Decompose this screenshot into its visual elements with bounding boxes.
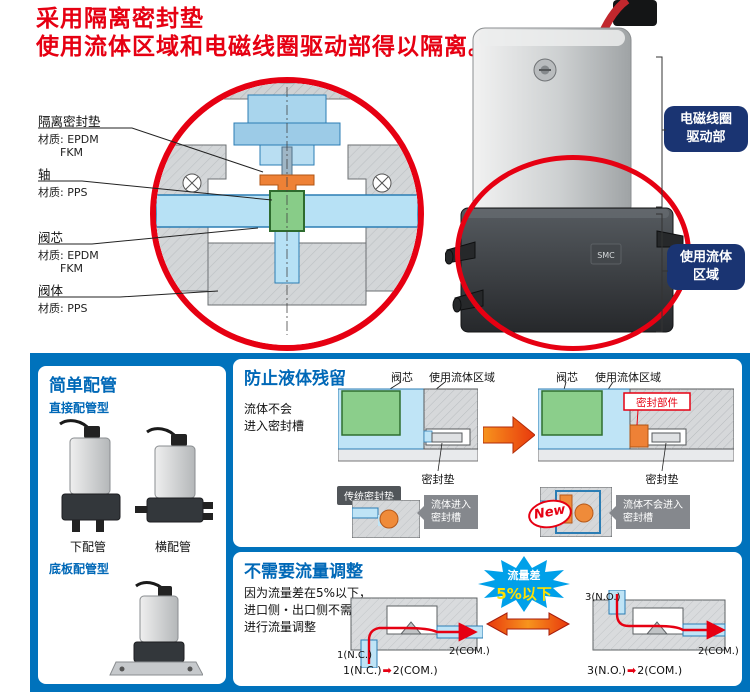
no-flow-diagram [592, 590, 726, 651]
solenoid-label-line1: 电磁线圈 [679, 112, 732, 127]
gasket-label: 密封垫 [646, 472, 679, 486]
nc-flow-diagram [350, 597, 483, 668]
old-note: 流体进入 密封槽 [417, 495, 478, 529]
flow-desc2: 进口侧・出口侧不需要 [244, 603, 365, 617]
fluid-label-line2: 区域 [692, 268, 719, 283]
headline-line2: 使用流体区域和电磁线圈驱动部得以隔离。 [36, 34, 492, 60]
flow-desc1: 因为流量差在5%以下， [244, 586, 372, 600]
nc-flow-caption: 1(N.C.)➡2(COM.) [343, 664, 438, 677]
seal-part [629, 424, 649, 448]
screw-icon [533, 58, 557, 82]
nc-port-out-label: 2(COM.) [449, 646, 490, 657]
headline: 采用隔离密封垫 使用流体区域和电磁线圈驱动部得以隔离。 [36, 5, 492, 61]
callout-material: 材质: EPDM [38, 249, 99, 262]
residue-title: 防止液体残留 [244, 369, 346, 389]
old-gasket-closeup [352, 500, 420, 538]
seal-circle [574, 503, 594, 523]
nc-port-in-label: 1(N.C.) [337, 650, 372, 661]
starburst-shape [478, 556, 570, 612]
piping-title: 简单配管 [49, 376, 117, 396]
new-note: 流体不会进入 密封槽 [609, 495, 690, 529]
residue-panel: 防止液体残留 流体不会 进入密封槽 阀芯 使用流体区域 阀芯 使用流体区域 密封… [233, 359, 742, 547]
solenoid-label-line2: 驱动部 [686, 130, 726, 145]
no-flow-caption: 3(N.O.)➡2(COM.) [587, 664, 682, 677]
base-plate [109, 661, 203, 676]
residue-desc2: 进入密封槽 [244, 419, 305, 433]
arrow-icon: ➡ [627, 664, 637, 677]
caption-side-piping: 横配管 [154, 540, 191, 554]
callout-material2: FKM [60, 146, 84, 159]
flow-title: 不需要流量调整 [244, 562, 363, 582]
piping-panel: 简单配管 直接配管型 下配管 横配管 底板配管型 [38, 366, 226, 684]
valve-base-piping-photo [109, 581, 203, 676]
arrow-icon: ➡ [382, 664, 392, 677]
callout-shaft: 轴 材质: PPS [38, 164, 87, 199]
flow-path [615, 594, 726, 640]
callout-label: 轴 [38, 167, 51, 182]
gasket [651, 432, 681, 443]
caption-to: 2(COM.) [392, 664, 438, 677]
callout-label: 隔离密封垫 [38, 114, 101, 129]
fluid-section-label: 使用流体 区域 [667, 244, 745, 290]
residue-desc1: 流体不会 [244, 402, 293, 416]
flow-difference-badge: 流量差 5%以下 [478, 556, 570, 612]
seal-part-label-box [623, 392, 691, 411]
fluid-area-highlight-ellipse [455, 155, 691, 351]
valve-seat [645, 621, 669, 635]
callout-valve-body: 阀体 材质: PPS [38, 280, 87, 315]
gasket [431, 432, 463, 443]
valve-side-piping-photo [135, 427, 213, 523]
flow-desc3: 进行流量调整 [244, 620, 317, 634]
callout-material: 材质: EPDM [38, 133, 99, 146]
callout-isolation-gasket: 隔离密封垫 材质: EPDM FKM [38, 111, 101, 159]
callout-material: 材质: PPS [38, 186, 88, 199]
seal-circle [379, 509, 399, 529]
seal-part-label: 密封部件 [636, 396, 678, 409]
flow-panel: 不需要流量调整 因为流量差在5%以下， 进口侧・出口侧不需要 进行流量调整 流量… [233, 552, 742, 686]
callout-label: 阀体 [38, 283, 64, 298]
callout-valve-core: 阀芯 材质: EPDM FKM [38, 227, 99, 275]
caption-to: 2(COM.) [637, 664, 683, 677]
base-piping-subtitle: 底板配管型 [49, 562, 110, 576]
valve-core [541, 390, 603, 436]
right-arrow-icon [483, 415, 535, 455]
valve-core [341, 390, 401, 436]
fluid-in-groove [423, 430, 433, 443]
badge-line2: 5%以下 [496, 585, 551, 603]
old-core-label: 阀芯 [391, 371, 413, 384]
no-port-in-label: 3(N.O.) [585, 592, 621, 603]
fluid-label-line1: 使用流体 [679, 250, 732, 265]
no-port-out-label: 2(COM.) [698, 646, 739, 657]
caption-from: 1(N.C.) [343, 664, 382, 677]
flow-path [367, 622, 478, 664]
cutaway-svg [156, 83, 418, 345]
new-fluid-label: 使用流体区域 [595, 371, 661, 384]
cutaway-diagram [150, 77, 424, 351]
direct-piping-subtitle: 直接配管型 [49, 401, 110, 415]
caption-bottom-piping: 下配管 [69, 540, 106, 554]
callout-material: 材质: PPS [38, 302, 88, 315]
headline-line1: 采用隔离密封垫 [36, 6, 204, 32]
callout-label: 阀芯 [38, 230, 64, 245]
callout-material2: FKM [60, 262, 84, 275]
caption-from: 3(N.O.) [587, 664, 627, 677]
valve-bottom-piping-photo [59, 419, 121, 532]
solenoid-section-label: 电磁线圈 驱动部 [664, 106, 748, 152]
old-fluid-label: 使用流体区域 [429, 371, 495, 384]
badge-line1: 流量差 [508, 568, 541, 582]
gasket-label: 密封垫 [422, 472, 455, 486]
new-seal-diagram: 密封部件 密封垫 [538, 388, 734, 486]
double-arrow-icon [485, 612, 571, 636]
new-core-label: 阀芯 [556, 371, 578, 384]
old-seal-diagram: 密封垫 [338, 388, 478, 486]
